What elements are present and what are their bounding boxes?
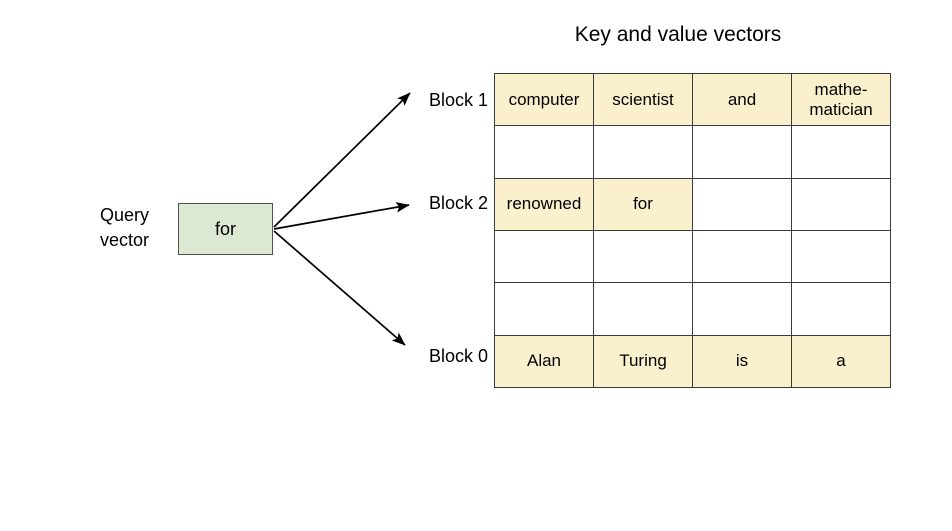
table-row (494, 125, 891, 179)
table-cell[interactable] (494, 125, 594, 179)
arrow-to-block-1-icon (273, 92, 411, 228)
query-vector-label-line-1: Query (100, 205, 150, 225)
table-cell[interactable]: Turing (593, 334, 693, 388)
table-cell[interactable] (494, 282, 594, 336)
table-cell[interactable]: Alan (494, 334, 594, 388)
table-row (494, 282, 891, 336)
arrow-to-block-0-icon (273, 230, 406, 346)
arrow-to-block-2-icon (273, 202, 410, 230)
table-cell[interactable] (692, 282, 792, 336)
block-label-block-2: Block 2 (428, 193, 488, 213)
table-cell[interactable]: is (692, 334, 792, 388)
table-cell[interactable] (494, 229, 594, 284)
table-cell[interactable] (791, 282, 891, 336)
page-title: Key and value vectors (574, 23, 782, 46)
table-cell[interactable]: mathe-matician (791, 72, 891, 127)
table-cell[interactable] (593, 282, 693, 336)
table-cell[interactable]: for (593, 177, 693, 231)
table-cell[interactable]: a (791, 334, 891, 388)
table-cell[interactable] (593, 229, 693, 284)
table-cell[interactable] (692, 229, 792, 284)
table-row (494, 229, 891, 284)
block-label-block-0: Block 0 (428, 346, 488, 366)
query-vector-token: for (214, 218, 236, 239)
table-cell[interactable] (791, 125, 891, 179)
table-cell[interactable]: renowned (494, 177, 594, 231)
query-vector-label: Query vector (100, 203, 172, 253)
table-cell[interactable] (791, 177, 891, 231)
table-cell[interactable] (593, 125, 693, 179)
table-cell[interactable] (791, 229, 891, 284)
table-cell[interactable]: and (692, 72, 792, 127)
block-label-block-1: Block 1 (428, 90, 488, 110)
table-cell[interactable]: computer (494, 72, 594, 127)
query-vector-label-line-2: vector (100, 230, 150, 250)
table-cell[interactable]: scientist (593, 72, 693, 127)
query-vector-box[interactable]: for (178, 203, 273, 255)
table-cell[interactable] (692, 125, 792, 179)
table-cell[interactable] (692, 177, 792, 231)
